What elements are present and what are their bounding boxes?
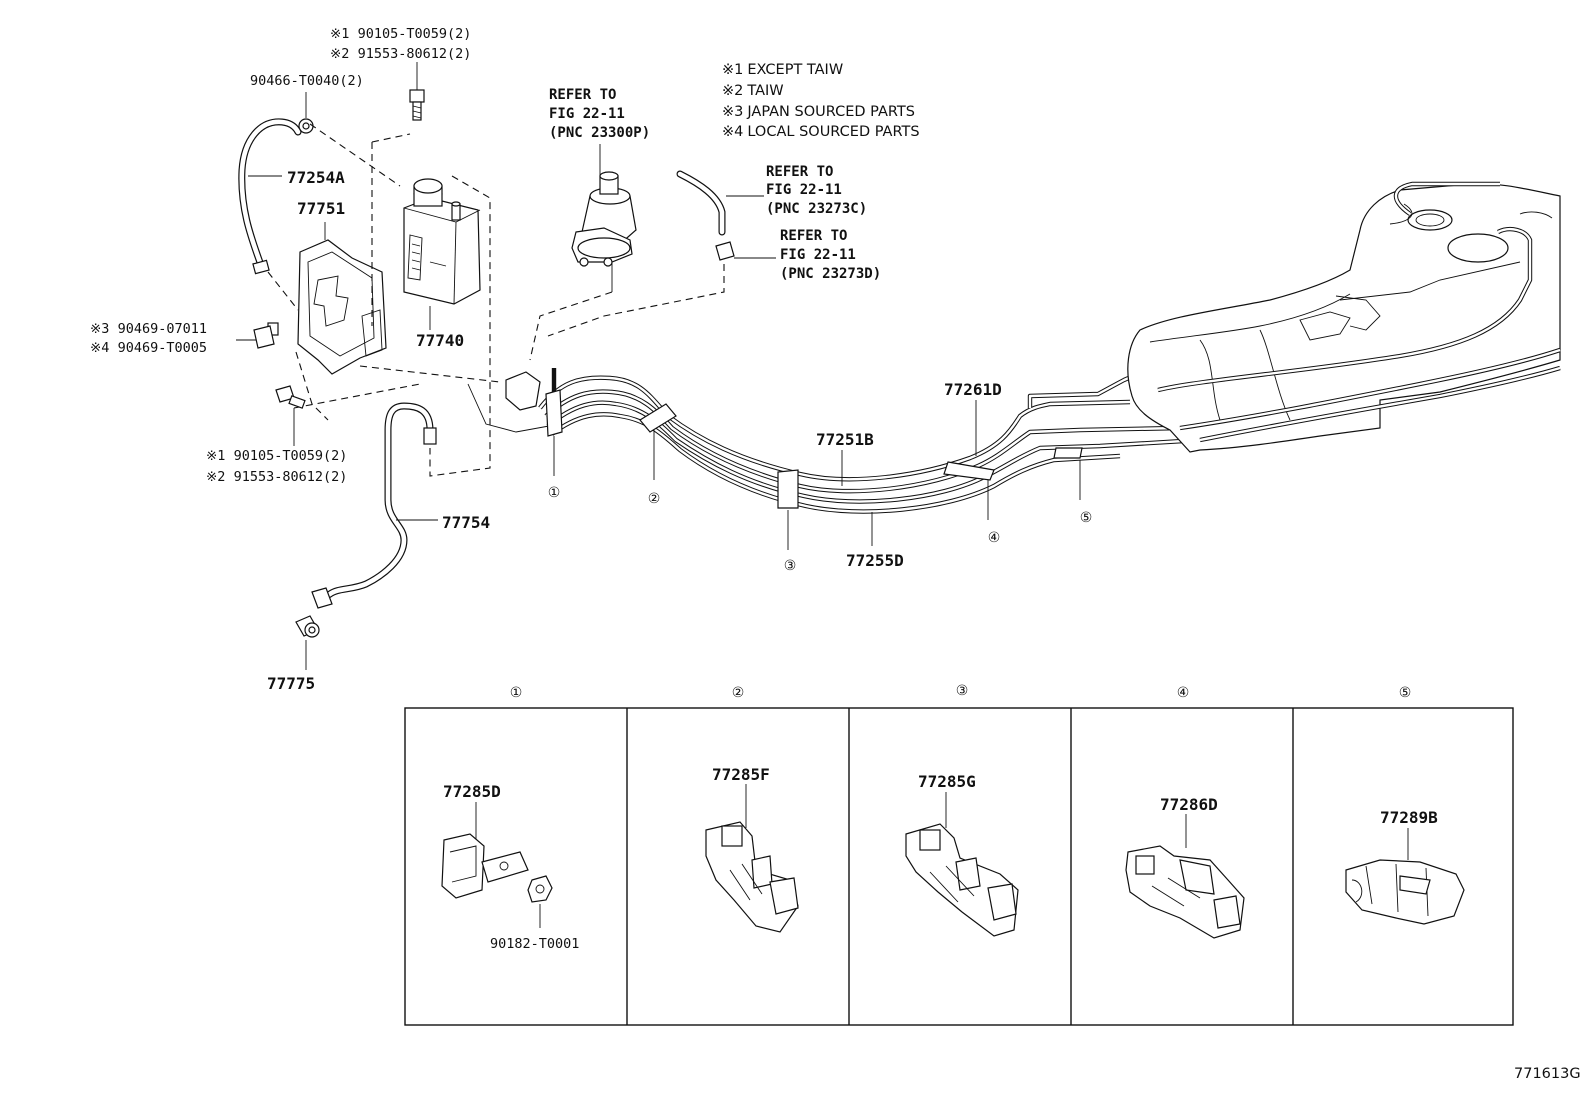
detail-callout-4: ④ xyxy=(1177,685,1190,701)
alt-part-bot-1: ※1 90105-T0059(2) xyxy=(206,448,347,464)
alt-part-mid-4: ※4 90469-T0005 xyxy=(90,340,207,356)
part-label-77751: 77751 xyxy=(297,199,345,218)
part-label-77286D: 77286D xyxy=(1160,795,1218,814)
pipe-clamp-3 xyxy=(777,469,799,509)
part-label-77285G: 77285G xyxy=(918,772,976,791)
alt-part-mid-3: ※3 90469-07011 xyxy=(90,321,207,337)
part-label-77255D: 77255D xyxy=(846,551,904,570)
pipe-clamp-4 xyxy=(943,461,995,481)
fuel-pipe-bundle xyxy=(467,368,1201,550)
diagram-id: 771613G xyxy=(1514,1066,1581,1082)
svg-text:⑤: ⑤ xyxy=(1080,510,1093,526)
pipe-clamp-2 xyxy=(639,403,677,433)
part-label-77775: 77775 xyxy=(267,674,315,693)
pipe-clamp-1 xyxy=(545,389,563,437)
nut-90182-icon xyxy=(527,875,553,928)
clamp-77286D-icon xyxy=(1125,845,1245,939)
svg-text:①: ① xyxy=(548,485,561,501)
fuel-tank xyxy=(1127,181,1561,453)
refer-note-b: REFER TO FIG 22-11 (PNC 23273C) xyxy=(766,164,867,217)
clamp-77285F-icon xyxy=(705,821,799,933)
part-label-77251B: 77251B xyxy=(816,430,874,449)
refer-note-a: REFER TO FIG 22-11 (PNC 23300P) xyxy=(549,87,650,141)
callout-row-main: ① ② ③ ④ ⑤ xyxy=(548,485,1093,574)
vsv-valve-icon xyxy=(571,144,637,292)
clip-77775-icon xyxy=(295,615,320,670)
part-label-90466: 90466-T0040(2) xyxy=(250,73,364,89)
part-label-77740: 77740 xyxy=(416,331,464,350)
svg-text:③: ③ xyxy=(784,558,797,574)
svg-text:FIG 22-11: FIG 22-11 xyxy=(549,106,625,122)
part-label-77261D: 77261D xyxy=(944,380,1002,399)
svg-text:②: ② xyxy=(648,491,661,507)
svg-text:REFER TO: REFER TO xyxy=(549,87,616,103)
clamp-77285G-icon xyxy=(905,823,1019,937)
svg-text:REFER TO: REFER TO xyxy=(766,164,833,180)
svg-text:FIG 22-11: FIG 22-11 xyxy=(766,182,842,198)
clamp-77289B-icon xyxy=(1345,859,1465,925)
pipe-clamp-5 xyxy=(1053,447,1083,459)
part-label-77254A: 77254A xyxy=(287,168,345,187)
part-label-90182: 90182-T0001 xyxy=(490,936,579,952)
part-label-77285D: 77285D xyxy=(443,782,501,801)
bracket-77751 xyxy=(236,222,387,375)
clamp-77285D-icon xyxy=(441,833,529,899)
hose-clamp-icon xyxy=(298,92,314,134)
svg-text:FIG 22-11: FIG 22-11 xyxy=(780,247,856,263)
svg-text:④: ④ xyxy=(988,530,1001,546)
detail-callout-1: ① xyxy=(510,685,523,701)
svg-text:(PNC 23300P): (PNC 23300P) xyxy=(549,125,650,141)
svg-text:REFER TO: REFER TO xyxy=(780,228,847,244)
part-label-77754: 77754 xyxy=(442,513,490,532)
charcoal-canister-77740 xyxy=(403,178,481,330)
alt-part-top-2: ※2 91553-80612(2) xyxy=(330,46,471,62)
detail-callout-5: ⑤ xyxy=(1399,685,1412,701)
bolt-top-icon xyxy=(409,62,425,121)
part-label-77285F: 77285F xyxy=(712,765,770,784)
bolt-bottom-icon xyxy=(275,385,306,446)
alt-part-bot-2: ※2 91553-80612(2) xyxy=(206,469,347,485)
vacuum-hose-icon xyxy=(676,170,776,261)
clamp-detail-table: ① ② ③ ④ ⑤ 77285D 90182-T0001 77285F xyxy=(404,683,1514,1026)
svg-text:(PNC 23273C): (PNC 23273C) xyxy=(766,201,867,217)
alt-part-top-1: ※1 90105-T0059(2) xyxy=(330,26,471,42)
hose-77754 xyxy=(311,402,438,609)
refer-note-c: REFER TO FIG 22-11 (PNC 23273D) xyxy=(780,228,881,282)
detail-callout-3: ③ xyxy=(956,683,969,699)
detail-callout-2: ② xyxy=(732,685,745,701)
svg-text:(PNC 23273D): (PNC 23273D) xyxy=(780,266,881,282)
hose-77254A xyxy=(238,118,302,275)
part-label-77289B: 77289B xyxy=(1380,808,1438,827)
